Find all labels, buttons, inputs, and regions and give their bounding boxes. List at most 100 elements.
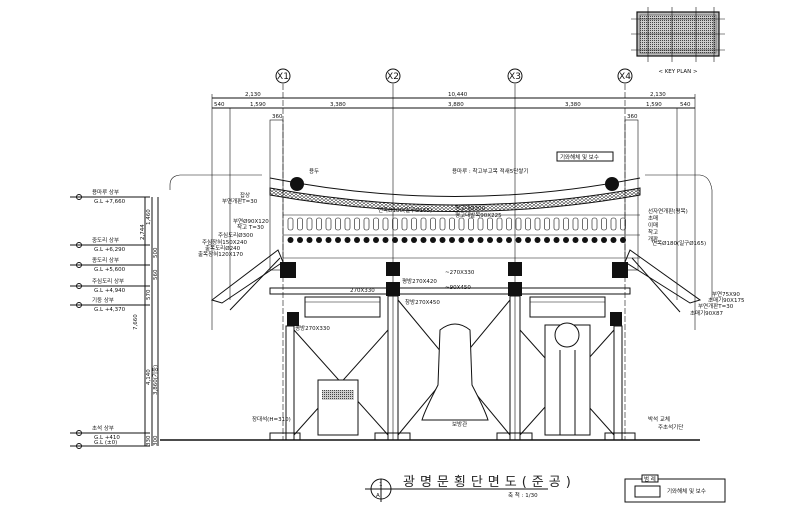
annotation: 선자연개판(평목)	[648, 207, 688, 215]
purlin-end	[382, 237, 389, 243]
annotation: 착고 T=30	[237, 223, 264, 231]
rafter-end	[525, 217, 531, 231]
purlin-end	[582, 237, 588, 243]
annotation: 개판	[648, 235, 658, 243]
rafter-end	[563, 217, 569, 231]
level-name: 주심도리 상부	[92, 277, 124, 285]
rafter-end	[297, 217, 303, 231]
rafter-end	[401, 217, 408, 231]
annotation: 연목Ø180(일구Ø165)	[378, 206, 432, 214]
annotation: 주심장혀150X240	[202, 238, 248, 246]
frame	[160, 262, 700, 441]
purlin-end	[553, 237, 560, 243]
roof	[169, 174, 713, 313]
rafter-end	[411, 217, 417, 231]
axis-x4: X4	[619, 72, 631, 82]
dim-detail: 3,880	[448, 102, 464, 108]
purlin-end	[620, 237, 626, 243]
purlin-end	[306, 237, 313, 243]
key-plan: < KEY PLAN >	[631, 7, 725, 75]
rafter-end	[287, 217, 294, 231]
rafter-end	[534, 217, 541, 231]
annotation: 연목Ø180(일구Ø165)	[652, 239, 706, 247]
axis-x2: X2	[387, 72, 399, 82]
annotation: ~90X450	[445, 285, 471, 291]
purlin-end	[363, 237, 370, 243]
axis-x1: X1	[277, 72, 289, 82]
annotation: 출목도리Ø240	[205, 244, 241, 252]
legend: 범 례 기와해체 및 보수	[624, 474, 726, 503]
rafter-end	[449, 217, 455, 231]
dim-vertical: 1,460	[146, 209, 152, 225]
rafter-end	[363, 217, 370, 231]
dim-vertical: 500	[153, 247, 159, 258]
rafter-end	[306, 217, 313, 231]
dim-vertical: 7,660	[133, 314, 139, 330]
purlin-end	[468, 237, 474, 243]
level-value: G.L +4,940	[94, 288, 126, 294]
rafter-end	[591, 217, 598, 231]
axis-x3: X3	[509, 72, 521, 82]
rafter-end	[430, 217, 436, 231]
roof-repair-label: 기와해체 및 보수	[560, 153, 599, 161]
rafter-end	[477, 217, 484, 231]
purlin-end	[325, 237, 332, 243]
rafter-end	[544, 217, 550, 231]
annotation: 출목장혀120X170	[198, 250, 244, 258]
level-value: G.L +4,370	[94, 307, 126, 313]
rafter-end	[601, 217, 607, 231]
dim-vertical: 300	[153, 435, 159, 446]
purlin-end	[344, 237, 351, 243]
rafter-end	[506, 217, 512, 231]
title-marker-bottom: A	[376, 493, 380, 499]
dim-vertical: 2,744	[140, 224, 146, 240]
level-name: 종도리 상부	[92, 256, 119, 264]
dim-detail: 1,590	[646, 102, 662, 108]
purlin-end	[411, 237, 417, 243]
annotation: 평방270X330	[295, 324, 330, 332]
rafter-end	[325, 217, 332, 231]
purlin-end	[572, 237, 579, 243]
annotation: 초매기90X175	[708, 296, 745, 304]
purlin-end	[591, 237, 598, 243]
dim-vertical: 3,860(기둥)	[151, 365, 159, 395]
level-value: G.L +410	[94, 435, 120, 441]
purlin-end	[487, 237, 493, 243]
purlin-end	[610, 237, 617, 243]
purlin-end	[401, 237, 408, 243]
level-name: 기둥 상부	[92, 296, 114, 304]
annotation: 270X330	[350, 288, 375, 294]
annotation: 부연개판T=30	[698, 302, 734, 310]
level-value: G.L +7,660	[94, 199, 126, 205]
annotation: 용두	[309, 168, 319, 175]
purlin-end	[544, 237, 550, 243]
annotation: 착고	[648, 228, 658, 236]
legend-item: 기와해체 및 보수	[667, 487, 706, 495]
horizontal-dimensions: 2,130 10,440 2,130 540 1,590 3,380 3,880…	[211, 92, 696, 330]
purlin-end	[439, 237, 446, 243]
title-scale: 축 척 : 1/30	[508, 491, 538, 499]
dim-detail: 540	[214, 102, 225, 108]
annotation: ~270X330	[445, 270, 475, 276]
purlin-end	[287, 237, 294, 243]
purlin-end	[534, 237, 541, 243]
annotation: 초매기90X87	[690, 309, 723, 317]
rafter-end	[373, 217, 379, 231]
purlin-end	[297, 237, 303, 243]
rafter-end	[335, 217, 341, 231]
rafter-end	[354, 217, 360, 231]
rafter-end	[553, 217, 560, 231]
rafter-end	[420, 217, 427, 231]
level-value: G.L +5,600	[94, 267, 126, 273]
annotation: 주심도리Ø300	[218, 231, 254, 239]
dim-overall-right: 2,130	[650, 92, 666, 98]
dim-detail: 540	[680, 102, 691, 108]
purlin-end	[515, 237, 522, 243]
annotation: 이매	[648, 221, 658, 229]
rafter-end	[572, 217, 579, 231]
rafter-end	[439, 217, 446, 231]
annotation: 부연개판T=30	[222, 197, 258, 205]
level-markers: 용마루 상부G.L +7,660 중도리 상부G.L +6,290 종도리 상부…	[70, 188, 159, 449]
rafter-end	[316, 217, 322, 231]
purlin-end	[316, 237, 322, 243]
